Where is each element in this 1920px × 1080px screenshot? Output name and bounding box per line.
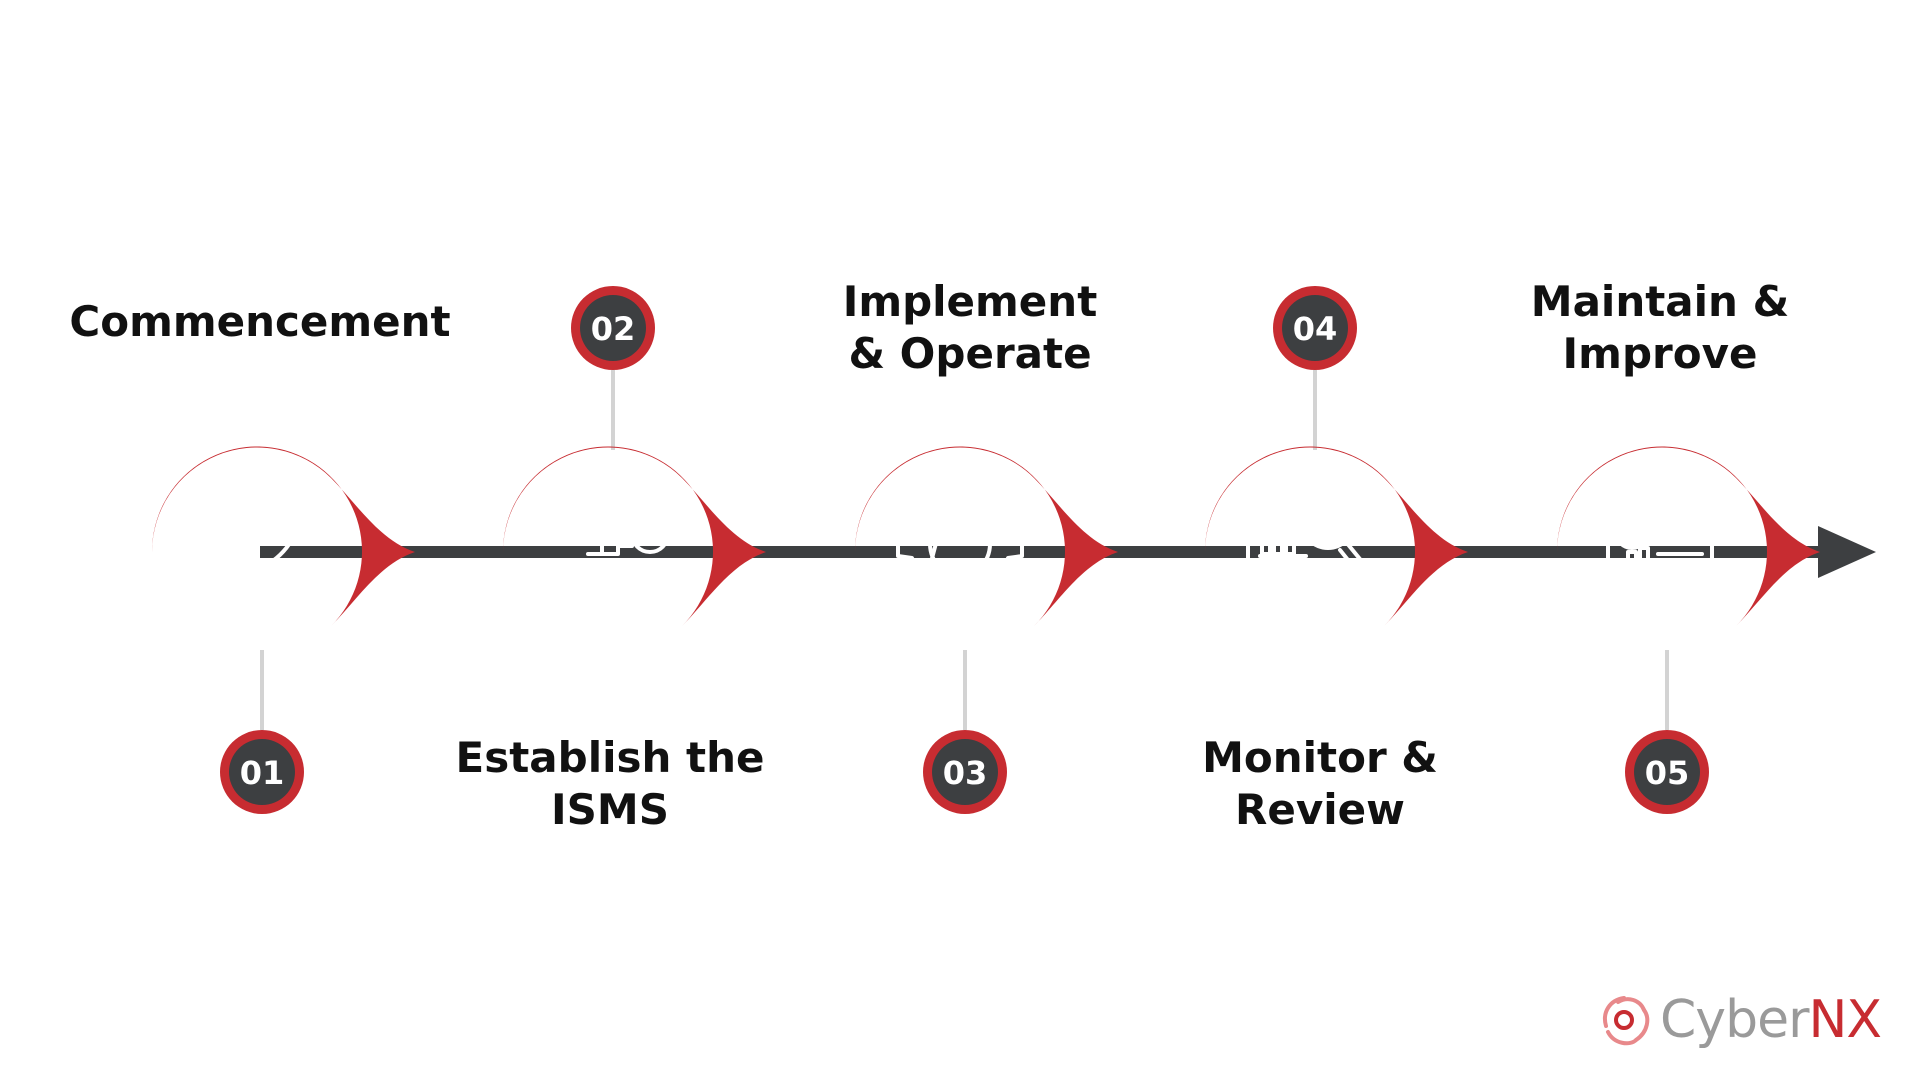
step-number-01: 01 [240, 754, 285, 792]
step-node-02 [502, 446, 767, 626]
step-number-04: 04 [1293, 310, 1338, 348]
step-badge-04: 04 [1273, 286, 1357, 370]
step-node-04 [1204, 446, 1468, 626]
step-title-04-line-2: Review [1235, 785, 1405, 834]
logo-text-accent: NX [1808, 990, 1882, 1050]
step-title-03-line-2: & Operate [848, 329, 1092, 378]
lightbulb-gear-icon [896, 484, 1024, 616]
cybernx-logo: CyberNX [1596, 990, 1882, 1050]
logo-text-main: Cyber [1660, 990, 1809, 1050]
step-title-02-line-2: ISMS [551, 785, 669, 834]
step-title-01: Commencement [40, 296, 480, 348]
step-title-03-line-1: Implement [842, 277, 1098, 326]
step-number-03: 03 [943, 754, 988, 792]
step-node-01 [151, 446, 416, 626]
step-badge-03: 03 [923, 730, 1007, 814]
rocket-icon [197, 500, 303, 616]
step-title-02-line-1: Establish the [455, 733, 765, 782]
step-title-02: Establish the ISMS [420, 732, 800, 836]
step-number-05: 05 [1645, 754, 1690, 792]
step-title-03: Implement & Operate [780, 276, 1160, 380]
step-title-01-line-1: Commencement [69, 297, 451, 346]
step-node-05 [1556, 446, 1820, 626]
step-title-04-line-1: Monitor & [1202, 733, 1438, 782]
step-number-02: 02 [591, 310, 636, 348]
dashboard-chart-icon [1606, 500, 1714, 590]
step-title-04: Monitor & Review [1130, 732, 1510, 836]
monitor-magnifier-icon [1246, 494, 1366, 602]
step-badge-02: 02 [571, 286, 655, 370]
hand-flag-check-icon [538, 486, 670, 616]
logo-wordmark: CyberNX [1660, 990, 1882, 1050]
step-badge-01: 01 [220, 730, 304, 814]
timeline-arrowhead [1818, 526, 1876, 578]
cybernx-swirl-icon [1603, 996, 1650, 1046]
step-title-05-line-2: Improve [1562, 329, 1758, 378]
step-title-05: Maintain & Improve [1470, 276, 1850, 380]
step-title-05-line-1: Maintain & [1530, 277, 1790, 326]
step-node-03 [854, 446, 1118, 626]
step-badge-05: 05 [1625, 730, 1709, 814]
